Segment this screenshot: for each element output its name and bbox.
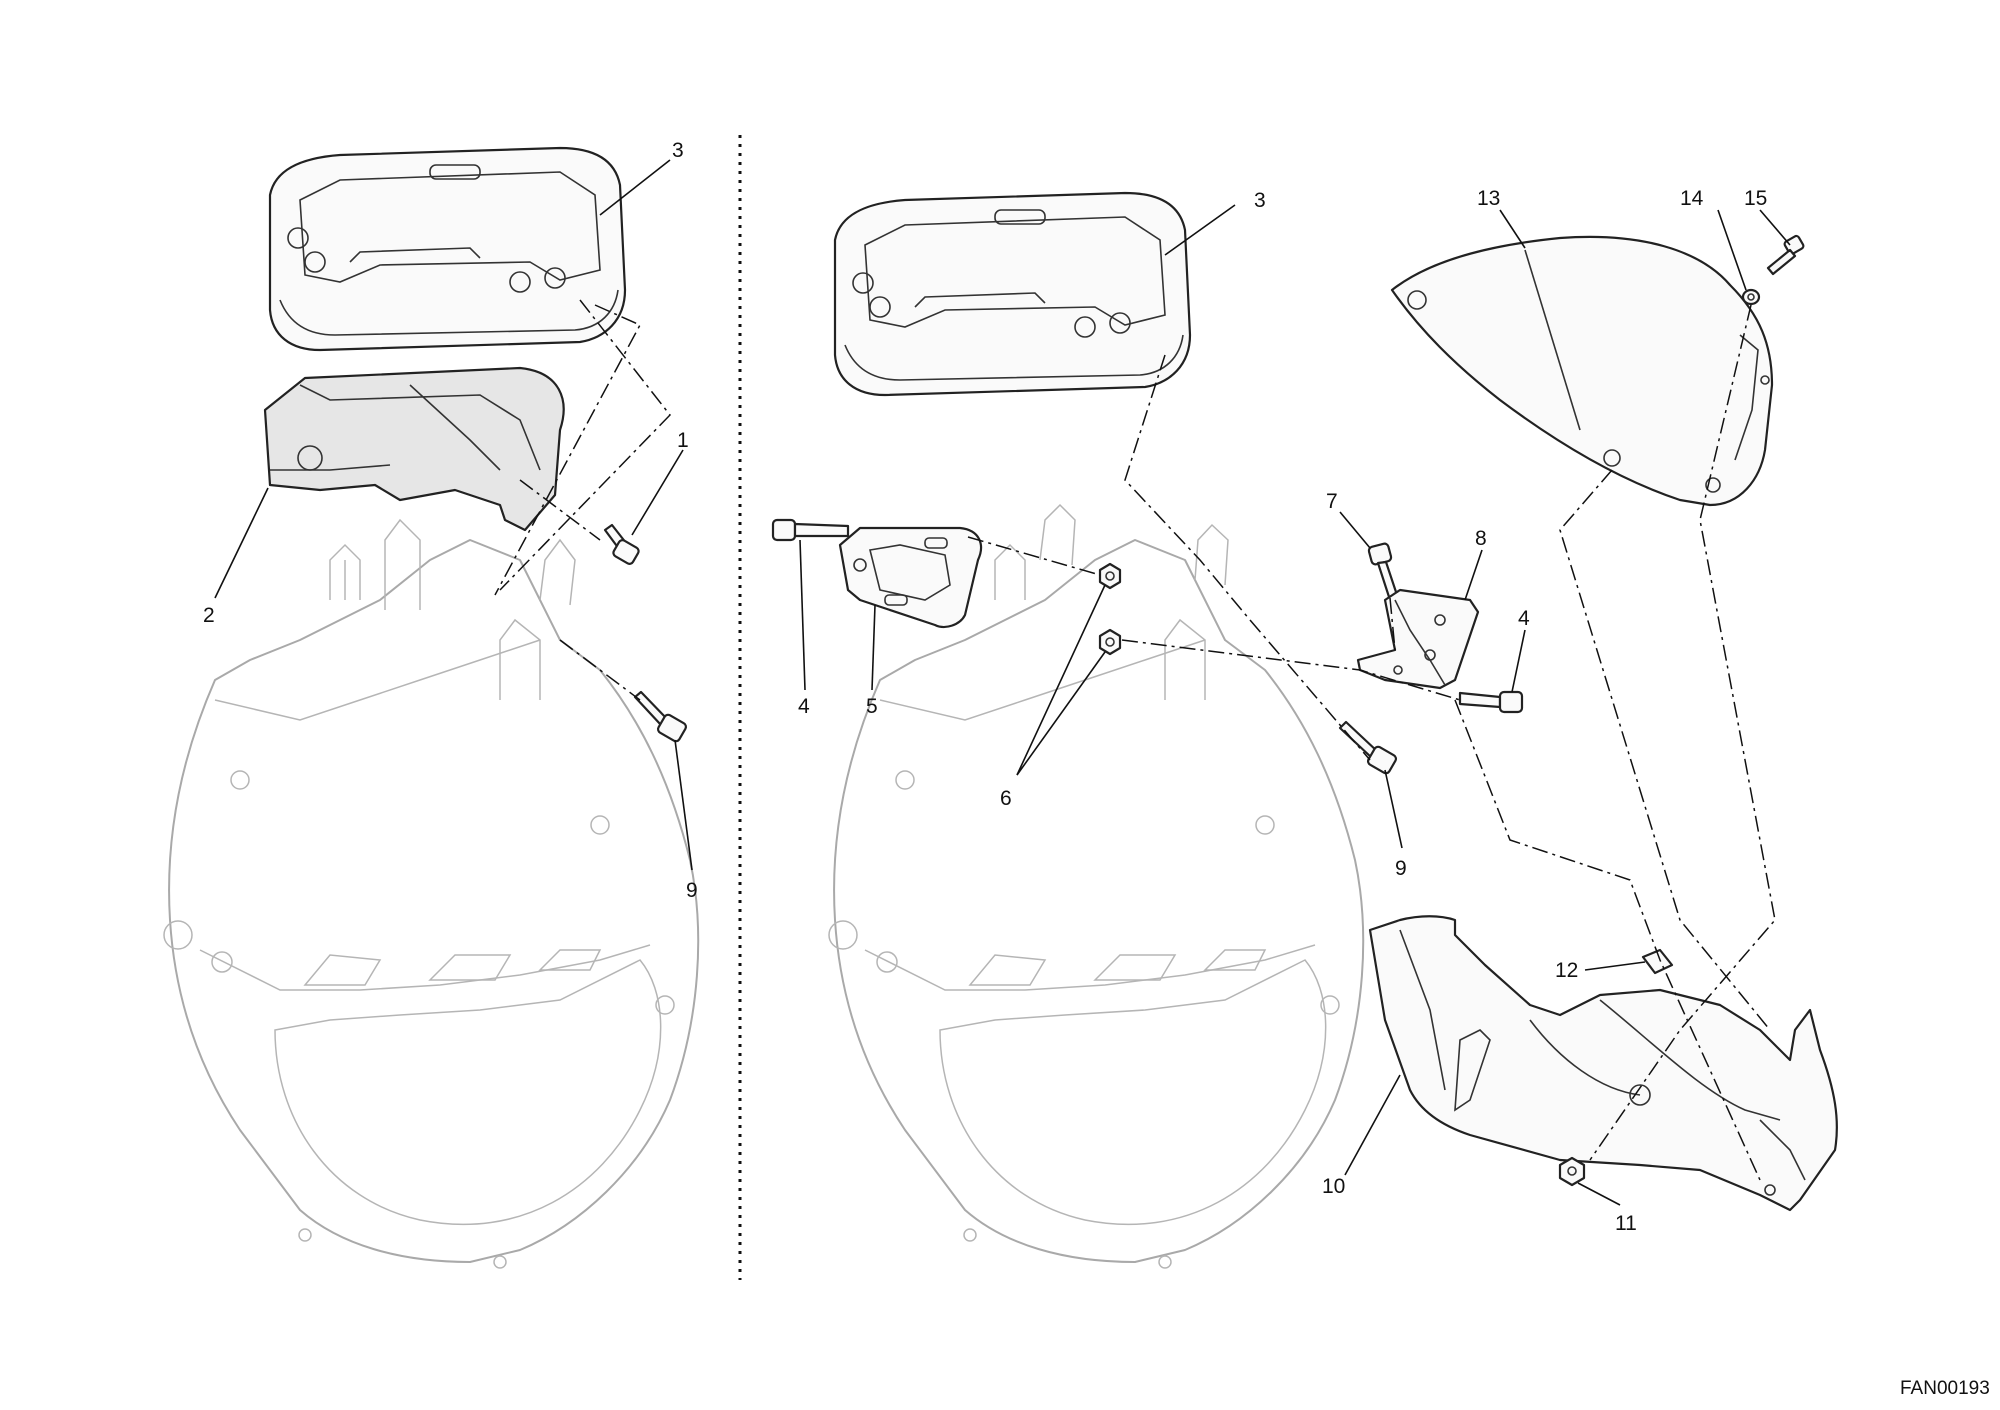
- leader-right-5: [871, 604, 876, 691]
- drawing-code: FAN00193: [1900, 1378, 1990, 1399]
- assembly-line-left-c: [519, 479, 601, 541]
- callout-right-5: 5: [866, 695, 878, 718]
- assembly-line-right-d: [1389, 597, 1396, 651]
- screw-9-right: [1338, 720, 1398, 775]
- callout-left-2: 2: [203, 604, 215, 627]
- assembly-line-left-b: [499, 299, 671, 591]
- callout-left-1: 1: [677, 429, 689, 452]
- leader-right-11: [1577, 1182, 1621, 1206]
- leader-right-7: [1339, 511, 1371, 549]
- leader-right-15: [1759, 209, 1791, 246]
- leader-right-9: [1384, 769, 1403, 849]
- leader-left-1: [631, 449, 684, 536]
- instrument-cluster-left: [268, 146, 627, 352]
- callout-right-7: 7: [1326, 490, 1338, 513]
- assembly-line-right-f: [1559, 469, 1771, 1031]
- callout-right-12: 12: [1555, 959, 1578, 982]
- assembly-line-left-a: [494, 304, 642, 596]
- left-assembly: 3 1 2 9: [163, 139, 700, 1269]
- callout-left-9: 9: [686, 879, 698, 902]
- bolt-4-right: [1458, 690, 1524, 714]
- assembly-line-right-e: [1454, 699, 1761, 1181]
- callout-right-9: 9: [1395, 857, 1407, 880]
- leader-right-4b: [1511, 629, 1526, 693]
- assembly-line-right-b: [967, 536, 1101, 576]
- callout-right-4a: 4: [798, 695, 810, 718]
- leader-right-8: [1464, 549, 1483, 601]
- leader-right-4a: [799, 539, 806, 691]
- assembly-line-right-g: [1589, 304, 1776, 1161]
- screw-7: [1367, 542, 1400, 602]
- assembly-line-right-a: [1124, 354, 1371, 761]
- callout-right-11: 11: [1615, 1212, 1637, 1235]
- callout-right-4b: 4: [1518, 607, 1530, 630]
- leader-right-13: [1499, 209, 1526, 249]
- headlight-shell-13: [1390, 235, 1774, 507]
- callout-right-6: 6: [1000, 787, 1012, 810]
- frame-bracket-right: [828, 503, 1365, 1269]
- leader-right-6a: [1016, 584, 1106, 776]
- leader-left-3: [599, 159, 671, 216]
- nut-11: [1558, 1156, 1586, 1187]
- right-assembly: 3 13 14 15 7 8 4 5 4 6 9 12 10 11: [771, 187, 1838, 1269]
- callout-right-10: 10: [1322, 1175, 1345, 1198]
- leader-right-3: [1164, 204, 1236, 256]
- callout-right-14: 14: [1680, 187, 1704, 210]
- leader-right-6b: [1016, 651, 1106, 776]
- leader-right-10: [1344, 1074, 1401, 1176]
- callout-left-3: 3: [672, 139, 684, 162]
- callout-right-8: 8: [1475, 527, 1487, 550]
- leader-right-14: [1717, 209, 1747, 291]
- screw-15: [1766, 234, 1805, 276]
- callout-right-3: 3: [1254, 189, 1266, 212]
- assembly-line-right-c: [1121, 639, 1461, 701]
- nut-6-upper: [1098, 562, 1122, 590]
- callout-right-13: 13: [1477, 187, 1500, 210]
- bracket-plate-5: [838, 526, 983, 629]
- washer-14: [1741, 288, 1761, 306]
- cover-left: [263, 366, 565, 532]
- bolt-4-left: [771, 518, 850, 542]
- bracket-8: [1356, 588, 1480, 690]
- leader-right-12: [1584, 961, 1646, 971]
- clip-12: [1641, 948, 1674, 975]
- assembly-line-left-d: [559, 639, 641, 701]
- leader-left-9: [674, 739, 693, 871]
- leader-left-2: [214, 487, 269, 599]
- fairing-10: [1368, 915, 1838, 1212]
- callout-right-15: 15: [1744, 187, 1767, 210]
- instrument-cluster-right: [833, 191, 1192, 397]
- frame-bracket-left: [163, 518, 700, 1269]
- screw-9-left: [633, 690, 688, 743]
- nut-6-lower: [1098, 628, 1122, 656]
- screw-1-left: [603, 523, 640, 565]
